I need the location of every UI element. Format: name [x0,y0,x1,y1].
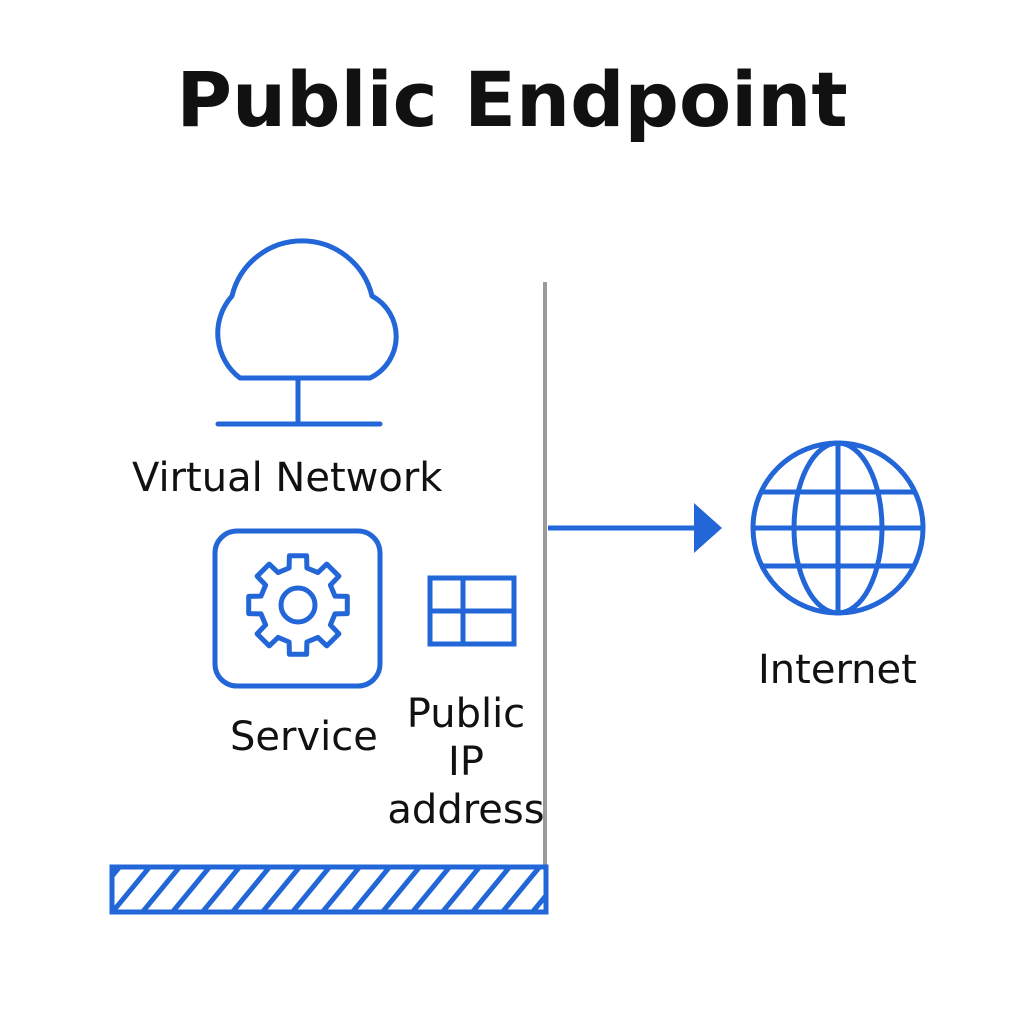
hatch-stroke [199,867,243,912]
service-icon [212,528,383,689]
hatch-stroke [560,864,602,915]
hatch-stroke [529,891,546,912]
hatch-stroke [349,867,393,912]
hatch-stroke [259,867,303,912]
service-label: Service [230,714,378,760]
hatch-stroke [499,867,543,912]
public-ip-label: Public IP address [386,690,546,834]
hatch-stroke [409,867,453,912]
hatch-stroke [319,867,363,912]
gear-icon [246,553,350,657]
hatch-stroke [112,867,153,912]
hatch-stroke [229,867,273,912]
hatch-stroke [112,867,123,881]
public-ip-label-line: IP [448,739,484,785]
hatch-stroke [590,864,632,915]
internet-label: Internet [758,647,917,693]
hatch-stroke [439,867,483,912]
hatch-stroke [289,867,333,912]
globe-icon [750,440,926,616]
hatch-stroke [469,867,513,912]
hatch-stroke [379,867,423,912]
virtual-network-label: Virtual Network [132,455,443,501]
public-ip-icon [427,575,517,647]
hatch-stroke [139,867,183,912]
cloud-network-icon [215,238,399,427]
hatch-stroke [169,867,213,912]
public-ip-label-line: Public [406,691,526,737]
network-boundary-base [109,864,632,915]
edge-arrow-public-ip-to-internet [548,503,722,553]
public-ip-label-line: address [387,787,545,833]
diagram-title: Public Endpoint [176,55,848,144]
